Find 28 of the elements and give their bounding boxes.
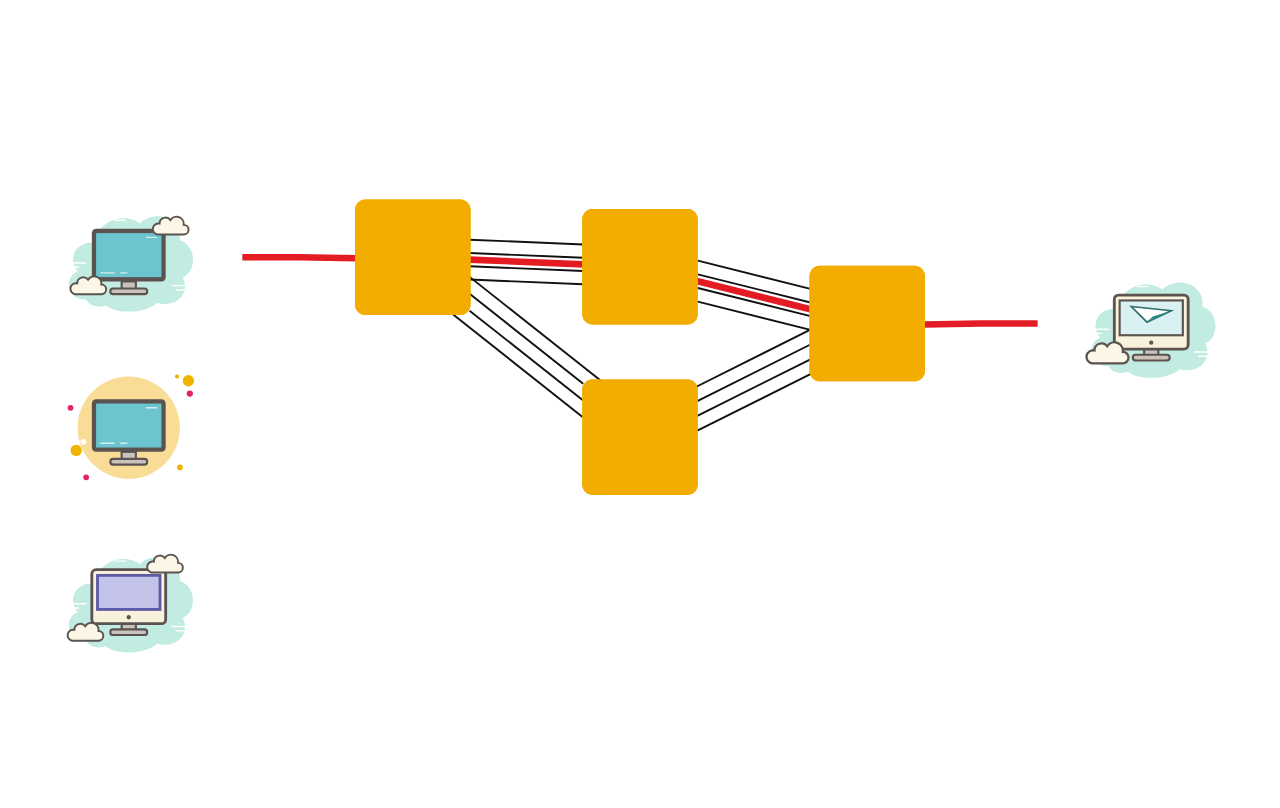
route-line — [696, 277, 812, 313]
link-line — [468, 275, 602, 382]
link-line — [695, 343, 812, 403]
route-line — [924, 320, 1038, 328]
computer-icon — [68, 215, 193, 312]
computer-icon — [66, 553, 193, 653]
computer-icon — [1085, 282, 1216, 378]
link-line — [468, 292, 585, 385]
link-line — [695, 259, 812, 290]
route-line — [469, 256, 584, 268]
route-line — [242, 253, 357, 262]
link-line — [695, 300, 812, 331]
link-line — [695, 358, 812, 418]
link-line — [468, 278, 585, 286]
link-line — [695, 286, 812, 318]
link-line — [695, 328, 812, 388]
link-line — [468, 238, 585, 246]
network-node — [809, 265, 925, 382]
link-line — [695, 373, 812, 432]
network-node — [582, 379, 698, 495]
network-node — [355, 199, 471, 315]
link-line — [468, 265, 585, 272]
link-line — [451, 313, 585, 419]
link-line — [468, 252, 585, 259]
computer-icon — [67, 374, 195, 481]
link-line — [468, 309, 585, 402]
link-line — [695, 273, 812, 304]
network-node — [582, 208, 698, 325]
